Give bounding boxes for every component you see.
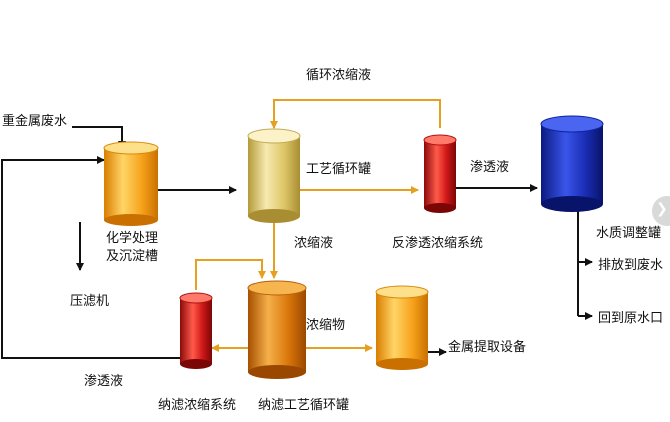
label-recycle-concentrate: 循环浓缩液 [306, 68, 372, 83]
arrow-recycle-concentrate [270, 99, 441, 129]
label-permeate-nf: 渗透液 [84, 374, 124, 389]
tank-chem-treatment [103, 141, 159, 226]
label-filter-press: 压滤机 [70, 294, 110, 309]
label-chem-treatment-line2: 及沉淀槽 [106, 249, 159, 264]
label-chem-treatment-line1: 化学处理 [106, 231, 159, 246]
label-permeate-ro: 渗透液 [470, 160, 510, 175]
tank-water-quality [540, 115, 604, 212]
flow-arrows [1, 126, 593, 359]
tank-nf-circulation [247, 280, 307, 379]
label-concentrate-solids: 浓缩物 [306, 318, 346, 333]
return-arrows [195, 99, 441, 352]
tank-process-circulation [247, 128, 301, 223]
label-wastewater-in: 重金属废水 [2, 114, 68, 129]
tank-nf-system [179, 292, 213, 369]
label-chem-treatment: 化学处理 及沉淀槽 [106, 230, 158, 266]
next-image-button[interactable]: ❯ [652, 196, 670, 226]
tank-ro-system [423, 134, 457, 213]
label-metal-recovery: 金属提取设备 [448, 340, 527, 355]
label-concentrate: 浓缩液 [294, 236, 334, 251]
tank-metal-recovery [375, 285, 429, 370]
label-process-tank: 工艺循环罐 [306, 162, 372, 177]
label-nf-tank: 纳滤工艺循环罐 [258, 398, 350, 413]
chevron-right-icon: ❯ [656, 201, 668, 217]
label-return-source: 回到原水口 [598, 311, 664, 326]
label-nf-system: 纳滤浓缩系统 [158, 398, 237, 413]
arrow-nf-permeate-loop [1, 156, 180, 359]
label-water-quality-tank: 水质调整罐 [596, 226, 662, 241]
label-discharge: 排放到废水 [598, 258, 664, 273]
arrow-nf-system-loop [195, 259, 266, 290]
label-ro-system: 反渗透浓缩系统 [392, 236, 484, 251]
arrow-wastewater-in [72, 126, 126, 149]
